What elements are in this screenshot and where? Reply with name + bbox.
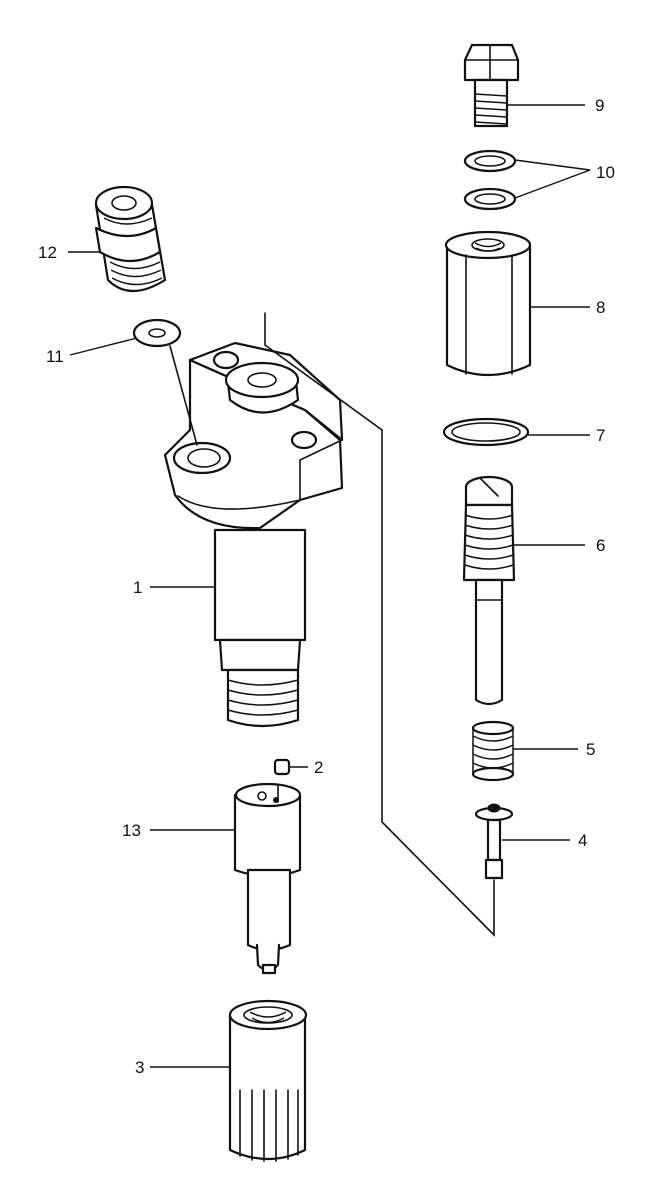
label-part-3: 3: [135, 1058, 144, 1077]
label-part-10: 10: [596, 163, 615, 182]
part-4-push-rod: [474, 803, 514, 880]
label-part-4: 4: [578, 831, 587, 850]
label-part-7: 7: [596, 426, 605, 445]
part-3-nozzle-nut: [228, 999, 308, 1162]
part-9-bolt: [463, 43, 520, 128]
part-8-cap-nut: [444, 230, 532, 377]
label-part-13: 13: [122, 821, 141, 840]
part-10-washers: [463, 149, 517, 211]
part-12-threads: [103, 217, 163, 286]
leader-lines: [68, 104, 591, 1068]
part-13-nozzle: [233, 782, 302, 975]
label-part-1: 1: [133, 578, 142, 597]
part-9-threads: [474, 93, 508, 125]
part-12-inlet-connector: [94, 185, 167, 292]
label-part-8: 8: [596, 298, 605, 317]
part-11-washer: [132, 318, 182, 348]
label-part-6: 6: [596, 536, 605, 555]
label-part-2: 2: [314, 758, 323, 777]
label-part-5: 5: [586, 740, 595, 759]
label-part-11: 11: [46, 347, 64, 366]
part-5-spring: [471, 720, 515, 782]
part-1-threads: [227, 679, 299, 716]
part-3-flutes: [239, 1089, 299, 1162]
assembly-guide-line: [264, 312, 495, 937]
part-6-spindle: [462, 475, 516, 706]
part-2-pin: [273, 758, 291, 776]
part-7-o-ring: [442, 417, 530, 447]
part-1-injector-body: [163, 341, 344, 728]
label-part-9: 9: [595, 96, 604, 115]
label-part-12: 12: [38, 243, 57, 262]
part-6-threads: [464, 514, 514, 570]
